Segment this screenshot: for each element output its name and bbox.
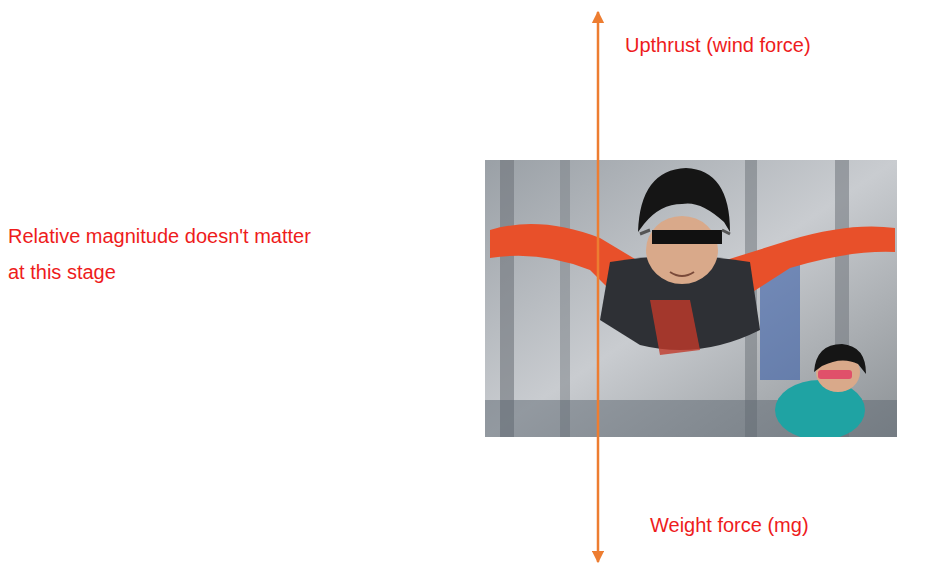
- tunnel-frame: [560, 160, 570, 437]
- face: [646, 216, 718, 284]
- goggle-strap: [640, 230, 730, 234]
- annotation-label: Upthrust (wind force): [625, 32, 935, 58]
- annotation-label: Relative magnitude doesn't matter at thi…: [8, 218, 320, 290]
- censor-bar: [652, 230, 722, 244]
- second-flyer-helmet: [814, 344, 866, 374]
- second-flyer-suit: [775, 380, 865, 437]
- second-flyer-goggles: [818, 370, 852, 379]
- suit-detail: [650, 300, 700, 355]
- force-arrow: [597, 12, 600, 562]
- annotation-label: Weight force (mg): [650, 512, 940, 538]
- skydiver-photo: [485, 160, 897, 437]
- tunnel-frame: [500, 160, 514, 437]
- helmet: [638, 168, 730, 232]
- mouth: [670, 272, 694, 276]
